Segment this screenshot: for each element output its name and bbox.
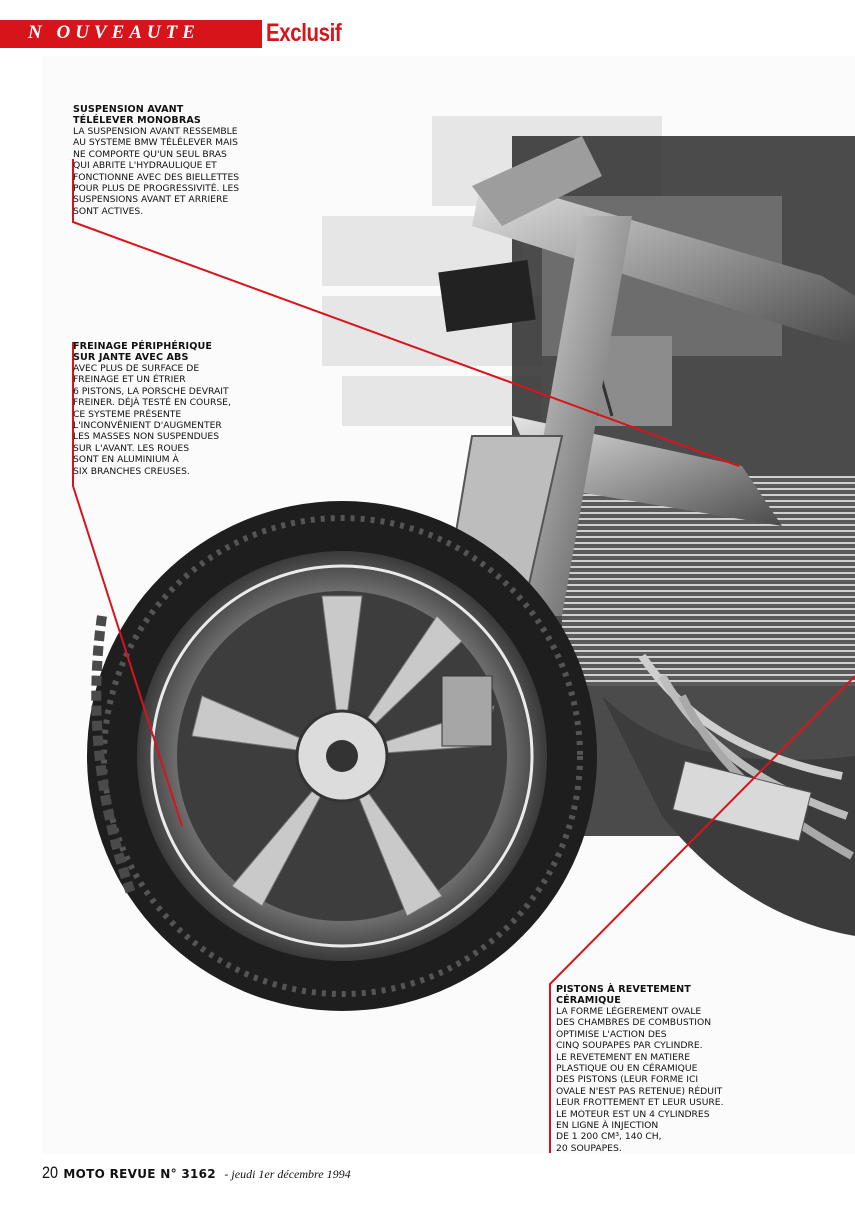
annotation-body-line: SONT EN ALUMINIUM À <box>73 454 179 466</box>
annotation-body-line: SIX BRANCHES CREUSES. <box>73 465 190 477</box>
annotation-body-line: CE SYSTEME PRÉSENTE <box>73 408 182 420</box>
exclusive-label: Exclusif <box>266 19 342 47</box>
annotation-body-line: FONCTIONNE AVEC DES BIELLETTES <box>73 171 240 183</box>
motorcycle-photo <box>42 56 855 1154</box>
annotation-body-line: L'INCONVÉNIENT D'AUGMENTER <box>73 420 222 432</box>
annotation-front-suspension: SUSPENSION AVANT TÉLÉLEVER MONOBRAS LA S… <box>73 104 263 217</box>
annotation-title: CÉRAMIQUE <box>556 995 621 1006</box>
annotation-body-line: AVEC PLUS DE SURFACE DE <box>73 363 200 374</box>
annotation-body-line: 20 SOUPAPES. <box>556 1142 622 1154</box>
annotation-leader-lines <box>72 159 855 1153</box>
annotation-ceramic-pistons: PISTONS À REVETEMENT CÉRAMIQUE LA FORME … <box>556 984 746 1154</box>
header-red-band <box>0 20 262 48</box>
annotation-body-line: SUR L'AVANT. LES ROUES <box>73 442 190 454</box>
annotation-body-line: POUR PLUS DE PROGRESSIVITÉ. LES <box>73 183 240 195</box>
brake-caliper <box>441 675 493 747</box>
annotation-body-line: FREINAGE ET UN ÉTRIER <box>73 374 186 386</box>
annotation-body-line: OPTIMISE L'ACTION DES <box>556 1028 667 1040</box>
annotation-body-line: 6 PISTONS, LA PORSCHE DEVRAIT <box>73 385 229 397</box>
annotation-body-line: SONT ACTIVES. <box>73 205 144 217</box>
motorcycle-illustration <box>72 116 855 1153</box>
issue-date: - jeudi 1er décembre 1994 <box>224 1167 351 1181</box>
annotation-body-line: DES PISTONS (LEUR FORME ICI <box>556 1074 699 1086</box>
annotation-body-line: LE MOTEUR EST UN 4 CYLINDRES <box>556 1108 710 1120</box>
page-footer: 20 MOTO REVUE N° 3162 - jeudi 1er décemb… <box>42 1163 351 1185</box>
annotation-body-line: DES CHAMBRES DE COMBUSTION <box>556 1017 712 1029</box>
annotation-title: FREINAGE PÉRIPHÉRIQUE <box>73 341 212 352</box>
annotation-body-line: QUI ABRITE L'HYDRAULIQUE ET <box>73 160 217 172</box>
section-header: N OUVEAUTE Exclusif <box>0 19 380 48</box>
annotation-body-line: OVALE N'EST PAS RETENUE) RÉDUIT <box>556 1085 723 1097</box>
annotation-title: TÉLÉLEVER MONOBRAS <box>73 115 201 126</box>
annotation-body-line: LE REVETEMENT EN MATIERE <box>556 1051 691 1063</box>
annotation-body-line: LEUR FROTTEMENT ET LEUR USURE. <box>556 1097 724 1109</box>
magazine-issue: MOTO REVUE N° 3162 <box>63 1167 216 1181</box>
annotation-body-line: LES MASSES NON SUSPENDUES <box>73 431 220 443</box>
page-number: 20 <box>42 1163 59 1182</box>
annotation-body-line: EN LIGNE À INJECTION <box>556 1120 659 1132</box>
annotation-body-line: DE 1 200 CM³, 140 CH, <box>556 1131 662 1143</box>
annotation-title: PISTONS À REVETEMENT <box>556 984 691 995</box>
annotation-body-line: AU SYSTEME BMW TÉLÉLEVER MAIS <box>73 137 238 149</box>
section-kicker: N OUVEAUTE <box>28 22 200 43</box>
annotation-body-line: LA SUSPENSION AVANT RESSEMBLE <box>73 126 238 137</box>
annotation-title: SUSPENSION AVANT <box>73 104 184 115</box>
annotation-body-line: SUSPENSIONS AVANT ET ARRIERE <box>73 194 229 206</box>
annotation-rim-brakes: FREINAGE PÉRIPHÉRIQUE SUR JANTE AVEC ABS… <box>73 341 263 477</box>
annotation-body-line: PLASTIQUE OU EN CÉRAMIQUE <box>556 1063 698 1075</box>
annotation-body-line: LA FORME LÉGEREMENT OVALE <box>556 1006 702 1017</box>
annotation-body-line: NE COMPORTE QU'UN SEUL BRAS <box>73 148 227 160</box>
annotation-body-line: CINQ SOUPAPES PAR CYLINDRE. <box>556 1040 703 1052</box>
front-wheel <box>87 501 597 1011</box>
annotation-body-line: FREINER. DÉJÀ TESTÉ EN COURSE, <box>73 397 231 409</box>
annotation-title: SUR JANTE AVEC ABS <box>73 352 189 363</box>
